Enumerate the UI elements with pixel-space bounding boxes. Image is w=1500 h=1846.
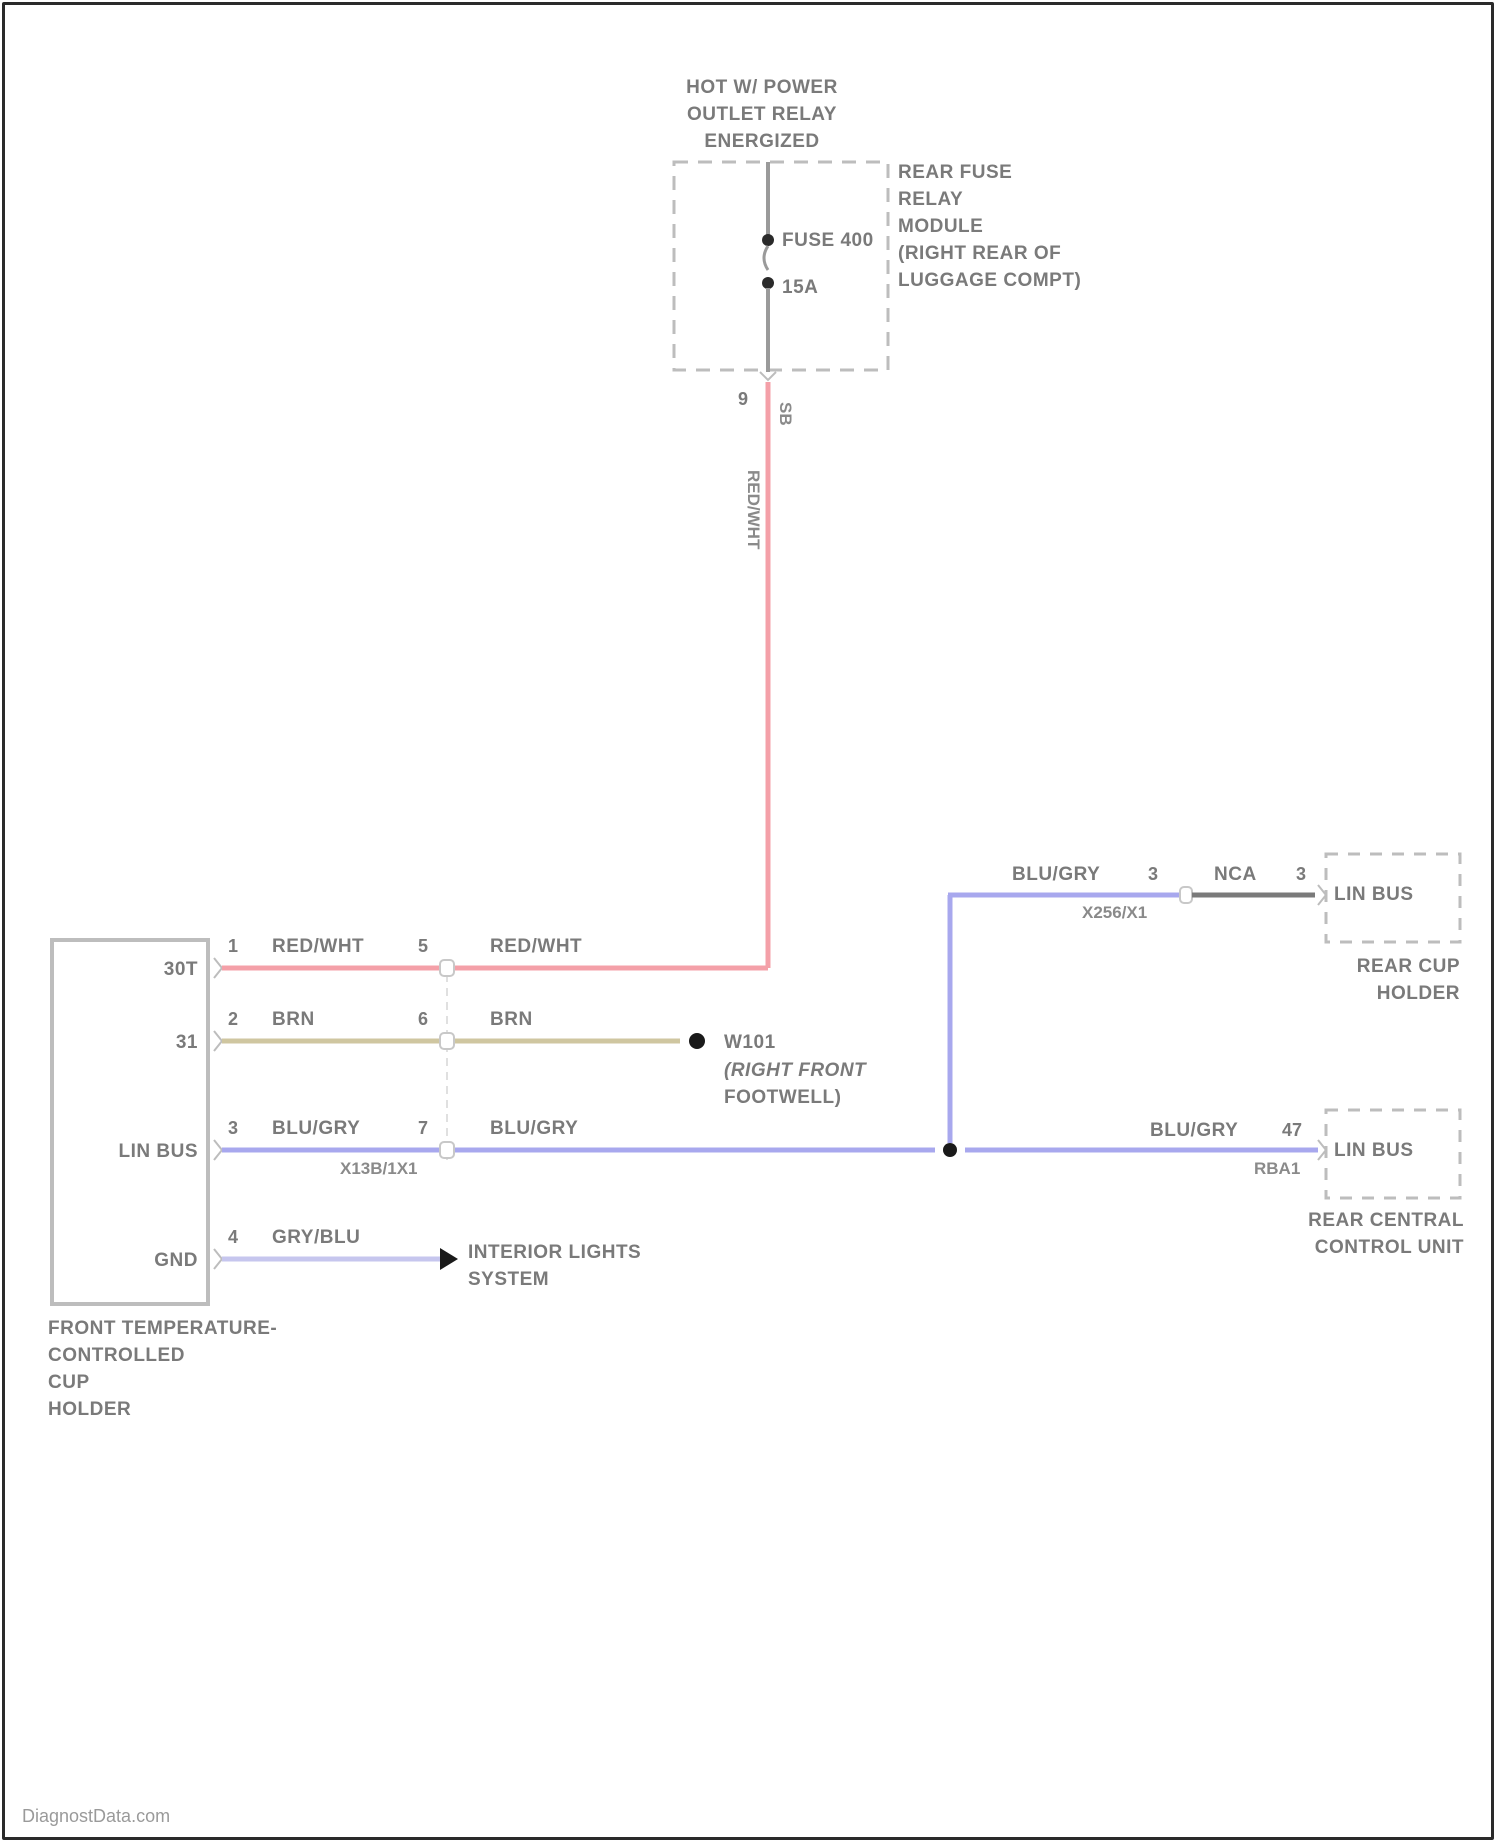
wire-1-mid-color: RED/WHT — [490, 936, 582, 957]
inline-connector-icon — [439, 959, 455, 977]
wire-3-mid-color: BLU/GRY — [490, 1118, 578, 1139]
rcu-connector-id: RBA1 — [1254, 1159, 1300, 1178]
wire-1-pin: 1 — [228, 936, 238, 956]
fuse-module-line-5: LUGGAGE COMPT) — [898, 270, 1081, 291]
front-cup-holder-box — [50, 938, 210, 1306]
front-cup-holder-line-1: FRONT TEMPERATURE- — [48, 1318, 277, 1339]
inline-connector-id: X13B/1X1 — [340, 1159, 418, 1178]
fuse-module-line-2: RELAY — [898, 189, 963, 210]
wire-2-mid-color: BRN — [490, 1009, 533, 1030]
ground-location-line-1: (RIGHT FRONT — [724, 1060, 867, 1081]
fuse-terminal-bottom — [762, 277, 774, 289]
connector-icon — [213, 1030, 224, 1052]
rcu-pin: 47 — [1282, 1120, 1302, 1140]
wire-3-color: BLU/GRY — [272, 1118, 360, 1139]
rcu-line-1: REAR CENTRAL — [1308, 1210, 1464, 1231]
front-cup-holder-line-4: HOLDER — [48, 1399, 131, 1420]
rear-cup-connector-icon — [1179, 886, 1193, 904]
rear-cup-connector-id: X256/X1 — [1082, 903, 1147, 922]
fuse-connector-pin: 9 — [738, 389, 748, 409]
rear-cup-wire-in: BLU/GRY — [1012, 864, 1100, 885]
splice-icon — [943, 1143, 957, 1157]
rcu-pin-name: LIN BUS — [1334, 1140, 1414, 1161]
fuse-connector-id: SB — [776, 402, 795, 426]
arrow-icon — [440, 1248, 458, 1270]
front-cup-holder-line-2: CONTROLLED — [48, 1345, 185, 1366]
watermark: DiagnostData.com — [22, 1806, 171, 1826]
pin-name-31: 31 — [176, 1032, 198, 1053]
fuse-module-box — [672, 160, 890, 372]
wire-1-mid-pin: 5 — [418, 936, 428, 956]
rear-cup-pin-left: 3 — [1148, 864, 1158, 884]
fuse-connector-icon — [759, 371, 777, 382]
fuse-icon — [762, 245, 770, 271]
connector-icon — [213, 1139, 224, 1161]
rear-cup-holder-line-2: HOLDER — [1377, 983, 1460, 1004]
fuse-module-line-1: REAR FUSE — [898, 162, 1012, 183]
wire-2-color: BRN — [272, 1009, 315, 1030]
wire-3-mid-pin: 7 — [418, 1118, 428, 1138]
rcu-line-2: CONTROL UNIT — [1315, 1237, 1464, 1258]
ground-icon — [689, 1033, 705, 1049]
rear-cup-pin-right: 3 — [1296, 864, 1306, 884]
power-source-line-1: HOT W/ POWER — [686, 77, 838, 98]
connector-icon — [213, 1248, 224, 1270]
wire-2-pin: 2 — [228, 1009, 238, 1029]
wire-4-pin: 4 — [228, 1227, 238, 1247]
pin-name-gnd: GND — [154, 1250, 198, 1271]
wire-1-color: RED/WHT — [272, 936, 364, 957]
inline-connector-icon — [439, 1141, 455, 1159]
connector-icon — [213, 957, 224, 979]
fuse-terminal-top — [762, 234, 774, 246]
wire-3-pin: 3 — [228, 1118, 238, 1138]
rcu-box — [1324, 1108, 1462, 1200]
rear-cup-wire-out: NCA — [1214, 864, 1257, 885]
wire-2-mid-pin: 6 — [418, 1009, 428, 1029]
vertical-wire-label: RED/WHT — [744, 470, 763, 550]
pin-name-30t: 30T — [164, 959, 198, 980]
inline-connector-icon — [439, 1032, 455, 1050]
rear-cup-holder-line-1: REAR CUP — [1357, 956, 1460, 977]
fuse-label: FUSE 400 — [782, 230, 874, 251]
power-source-line-3: ENERGIZED — [704, 131, 819, 152]
front-cup-holder-line-3: CUP — [48, 1372, 90, 1393]
ground-location-line-2: FOOTWELL) — [724, 1087, 841, 1108]
rear-cup-holder-box — [1324, 852, 1462, 944]
interior-lights-line-2: SYSTEM — [468, 1269, 549, 1290]
rcu-wire: BLU/GRY — [1150, 1120, 1238, 1141]
fuse-rating: 15A — [782, 277, 818, 298]
rear-cup-pin-name: LIN BUS — [1334, 884, 1414, 905]
ground-id: W101 — [724, 1032, 776, 1053]
pin-name-lin-bus: LIN BUS — [119, 1141, 199, 1162]
wire-4-color: GRY/BLU — [272, 1227, 360, 1248]
fuse-module-line-3: MODULE — [898, 216, 983, 237]
fuse-module-line-4: (RIGHT REAR OF — [898, 243, 1061, 264]
interior-lights-line-1: INTERIOR LIGHTS — [468, 1242, 641, 1263]
power-source-line-2: OUTLET RELAY — [687, 104, 837, 125]
